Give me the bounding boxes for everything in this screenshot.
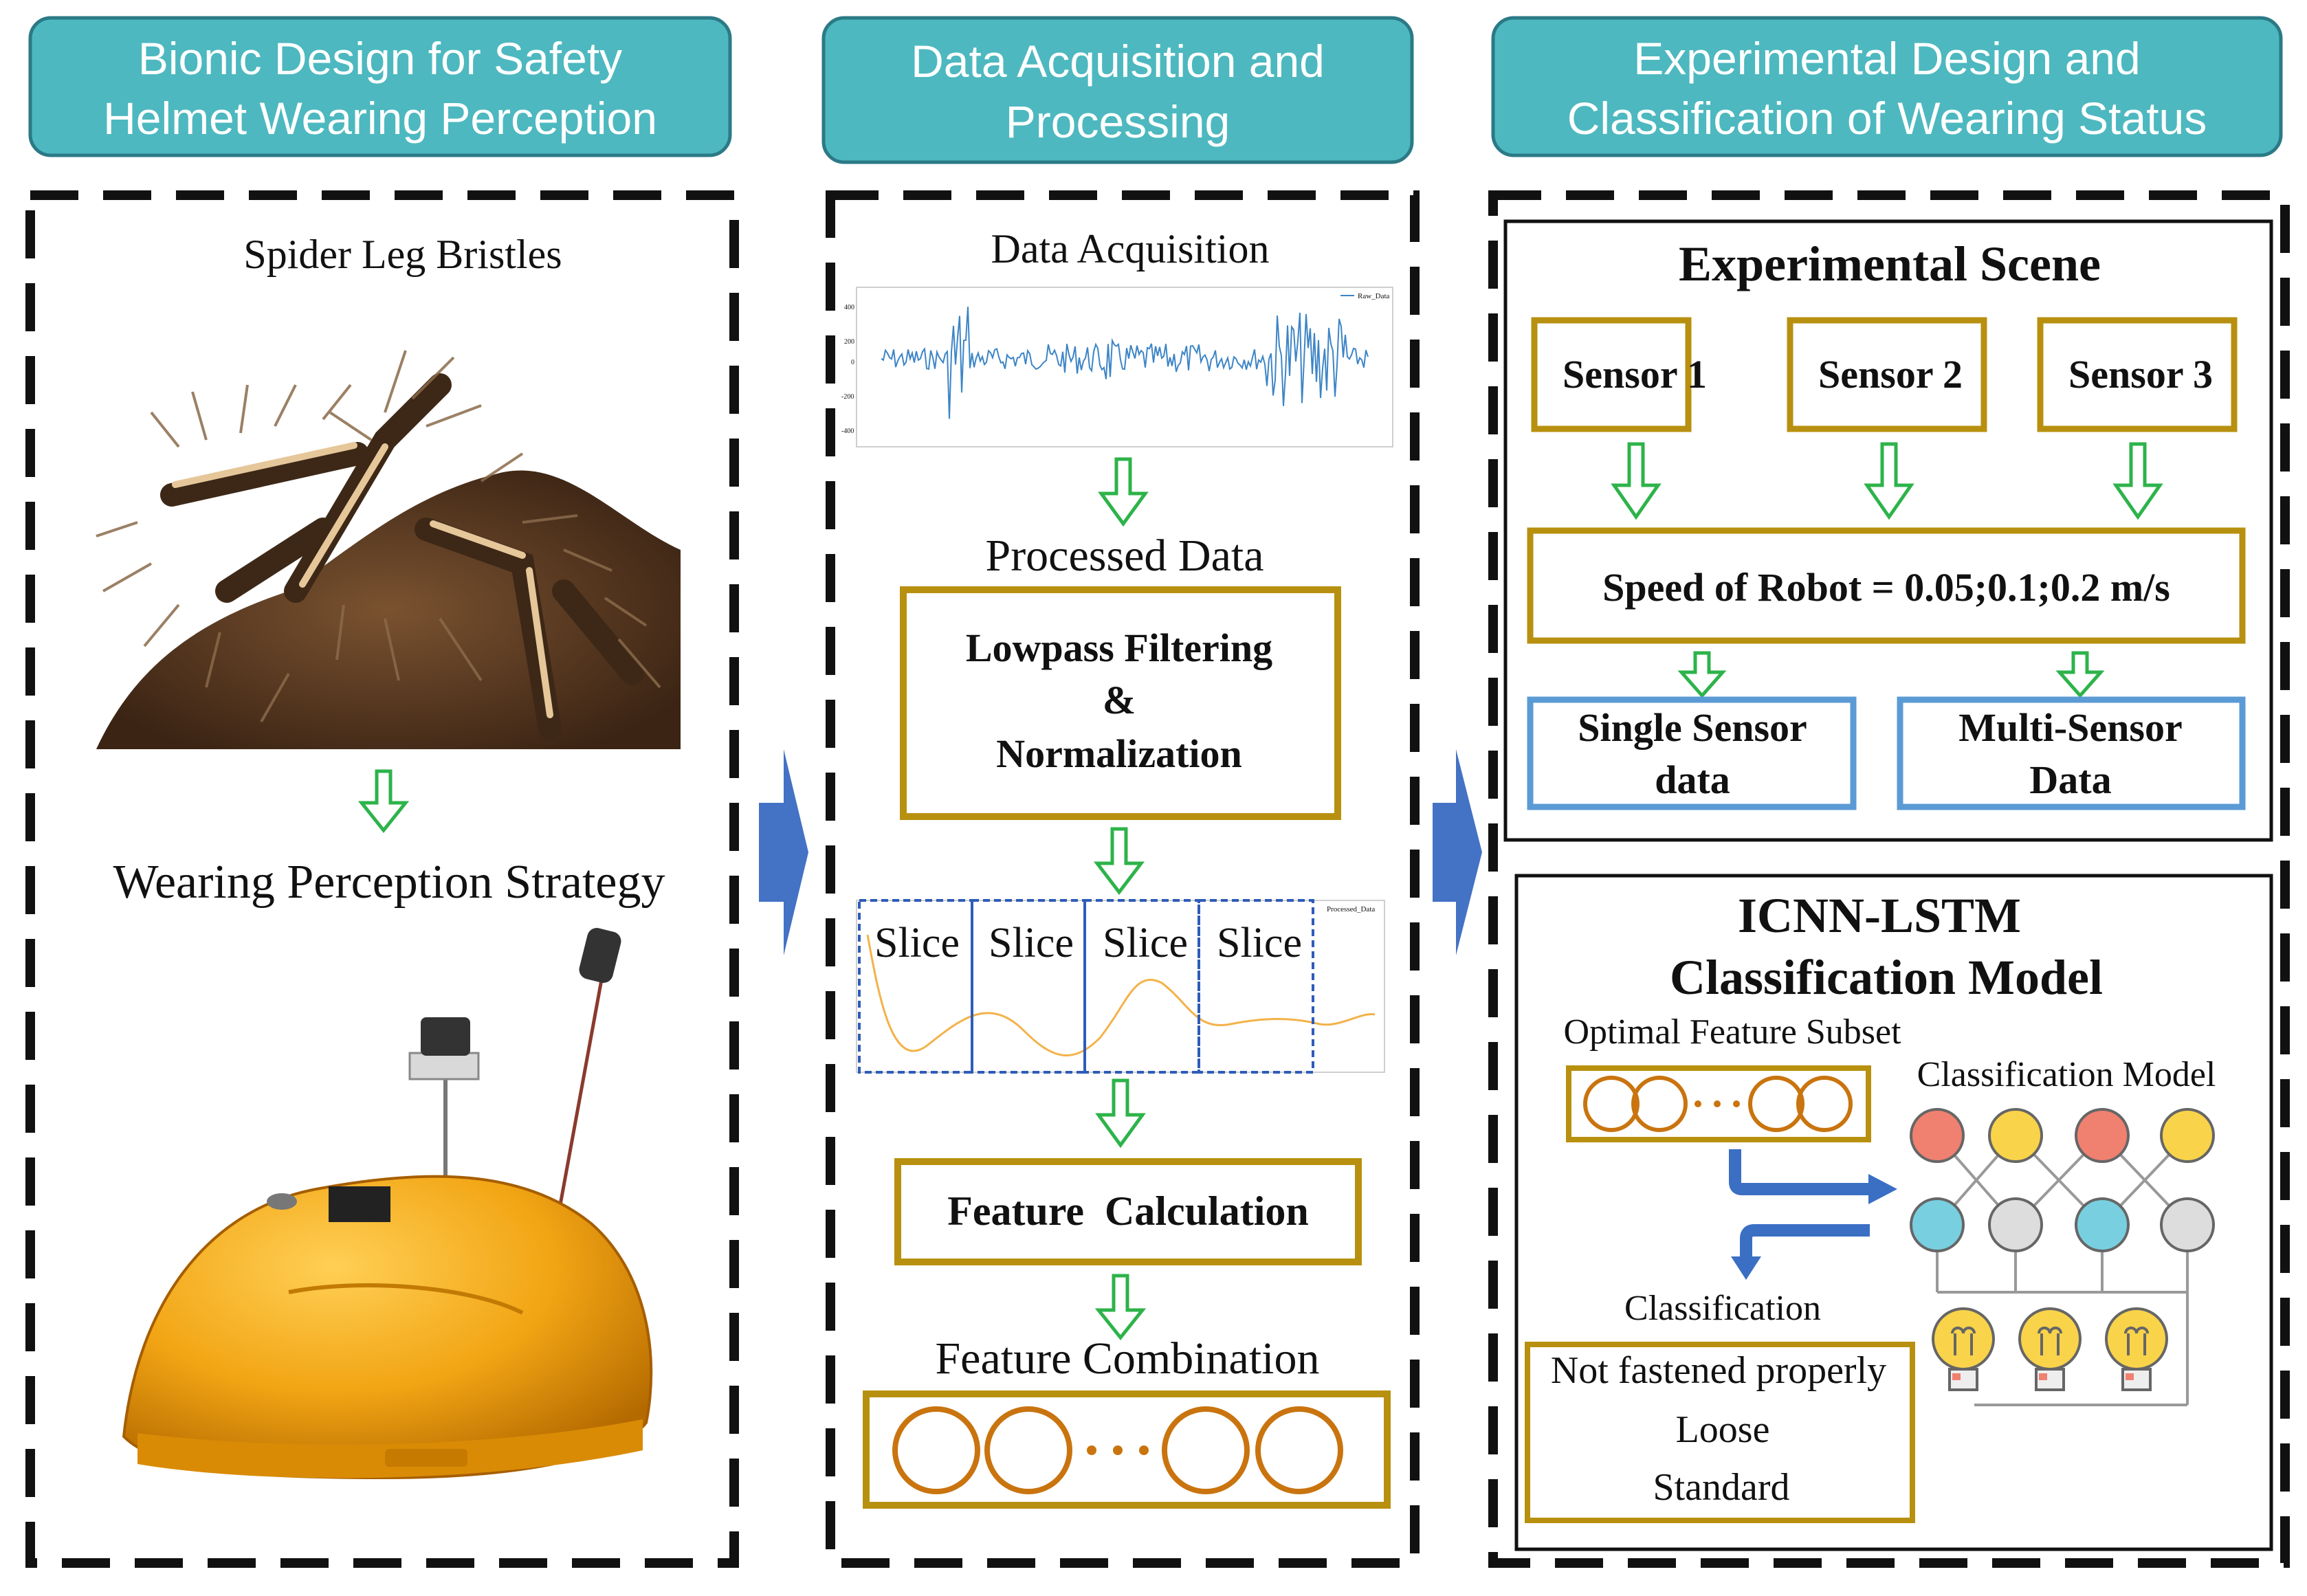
raw-data-legend: Raw_Data: [1358, 292, 1390, 300]
multi-sensor-box: [1897, 696, 2246, 810]
feature-combination-label: Feature Combination: [935, 1333, 1319, 1384]
svg-text:-400: -400: [841, 428, 854, 435]
feature-combination-box: [863, 1390, 1391, 1509]
filter-box-line1: Lowpass Filtering: [966, 625, 1272, 670]
model-box: ICNN-LSTM Classification Model Optimal F…: [1514, 874, 2273, 1551]
speed-label: Speed of Robot = 0.05;0.1;0.2 m/s: [1602, 565, 2170, 610]
slice-label-1: Slice: [874, 920, 960, 966]
down-arrow-icon: [1094, 1274, 1147, 1341]
slice-box-4: [1197, 899, 1314, 1074]
classification-label: Classification: [1624, 1289, 1821, 1328]
single-sensor-line1: Single Sensor: [1578, 705, 1807, 750]
panel2-header: Data Acquisition and Processing: [821, 16, 1414, 164]
processed-label: Processed Data: [985, 531, 1263, 581]
spider-image: [96, 350, 681, 749]
scene-title: Experimental Scene: [1679, 236, 2101, 291]
down-arrow-icon: [1098, 457, 1149, 527]
filter-box: Lowpass Filtering & Normalization: [900, 586, 1341, 820]
model-title-line2: Classification Model: [1670, 950, 2103, 1005]
panel1-header-line2: Helmet Wearing Perception: [103, 93, 657, 144]
multi-sensor-line1: Multi-Sensor: [1958, 705, 2182, 750]
optimal-feature-label: Optimal Feature Subset: [1563, 1012, 1901, 1052]
classification-box: [1525, 1342, 1915, 1523]
feature-calculation-label: Feature Calculation: [947, 1188, 1309, 1234]
raw-signal-line: [881, 307, 1369, 419]
spider-label: Spider Leg Bristles: [243, 232, 562, 277]
svg-text:0: 0: [851, 359, 854, 366]
flow-arrow-2-icon: [1433, 749, 1482, 955]
sensor-2-label: Sensor 2: [1818, 352, 1963, 397]
optimal-feature-rings: [1583, 1076, 1853, 1132]
single-sensor-line2: data: [1655, 757, 1730, 802]
strategy-label: Wearing Perception Strategy: [113, 856, 665, 909]
lightbulb-icons: [1932, 1307, 2168, 1391]
down-arrow-icon: [1095, 1078, 1146, 1149]
down-arrow-icon: [2055, 651, 2105, 698]
slice-label-3: Slice: [1103, 920, 1188, 966]
ellipsis-dots: [1087, 1445, 1149, 1455]
sensor-3-label: Sensor 3: [2068, 352, 2213, 397]
class-standard: Standard: [1653, 1466, 1789, 1509]
panel1-header: Bionic Design for Safety Helmet Wearing …: [28, 16, 732, 157]
down-arrow-icon: [2112, 442, 2163, 520]
panel1-header-line1: Bionic Design for Safety: [138, 33, 622, 84]
panel3-header-line1: Experimental Design and: [1633, 33, 2140, 84]
slice-label-4: Slice: [1217, 920, 1302, 966]
arrow-to-classification-icon: [1740, 1224, 1870, 1259]
helmet-image: [122, 928, 653, 1480]
panel2-header-line1: Data Acquisition and: [911, 36, 1325, 87]
feature-calculation-box: Feature Calculation: [894, 1158, 1362, 1265]
panel2-frame: [826, 190, 1420, 1568]
optimal-ellipsis-dots: [1695, 1100, 1740, 1107]
model-title-line1: ICNN-LSTM: [1738, 888, 2021, 943]
sensor-1-label: Sensor 1: [1563, 352, 1707, 397]
speed-box: [1527, 527, 2246, 644]
experimental-scene-box: Experimental Scene Sensor 1 Sensor 2 Sen…: [1503, 219, 2273, 842]
sensor-1-box: [1531, 317, 1692, 432]
down-arrow-icon: [1093, 827, 1145, 896]
class-not-fastened: Not fastened properly: [1551, 1349, 1886, 1392]
single-sensor-box: [1527, 696, 1857, 810]
down-arrow-icon: [1611, 442, 1662, 520]
acquisition-label: Data Acquisition: [991, 226, 1270, 271]
sensor-2-box: [1787, 317, 1987, 432]
filter-box-line2: &: [1103, 678, 1136, 722]
classification-model-label: Classification Model: [1917, 1055, 2216, 1094]
feature-rings: [892, 1406, 1343, 1494]
processed-data-plot: Processed_Data Slice Slice Slice Slice: [856, 899, 1385, 1074]
class-loose: Loose: [1676, 1408, 1770, 1451]
raw-data-plot: 400 200 0 -200 -400 Raw_Data: [841, 287, 1393, 447]
network-nodes: [1910, 1108, 2215, 1252]
sensor-3-box: [2037, 317, 2238, 432]
svg-text:400: 400: [844, 304, 854, 311]
arrow-to-model-icon: [1729, 1149, 1870, 1195]
arrow-to-model-head-icon: [1868, 1174, 1897, 1204]
filter-box-line3: Normalization: [996, 731, 1242, 776]
processed-data-legend: Processed_Data: [1327, 905, 1375, 913]
svg-text:200: 200: [844, 338, 854, 346]
panel1-frame: [25, 190, 739, 1568]
down-arrow-icon: [357, 769, 410, 834]
down-arrow-icon: [1864, 442, 1914, 520]
svg-text:-200: -200: [841, 393, 854, 401]
down-arrow-icon: [1677, 651, 1727, 698]
flow-arrow-1-icon: [759, 749, 808, 955]
arrow-to-classification-head-icon: [1731, 1256, 1761, 1280]
panel3-header-line2: Classification of Wearing Status: [1567, 93, 2207, 144]
panel3-frame: [1488, 190, 2290, 1568]
multi-sensor-line2: Data: [2029, 757, 2111, 802]
slice-label-2: Slice: [989, 920, 1074, 966]
slice-box-1: [858, 899, 973, 1074]
processed-signal-line: [866, 934, 1376, 1056]
panel3-header: Experimental Design and Classification o…: [1491, 16, 2283, 157]
panel2-header-line2: Processing: [1006, 96, 1230, 147]
